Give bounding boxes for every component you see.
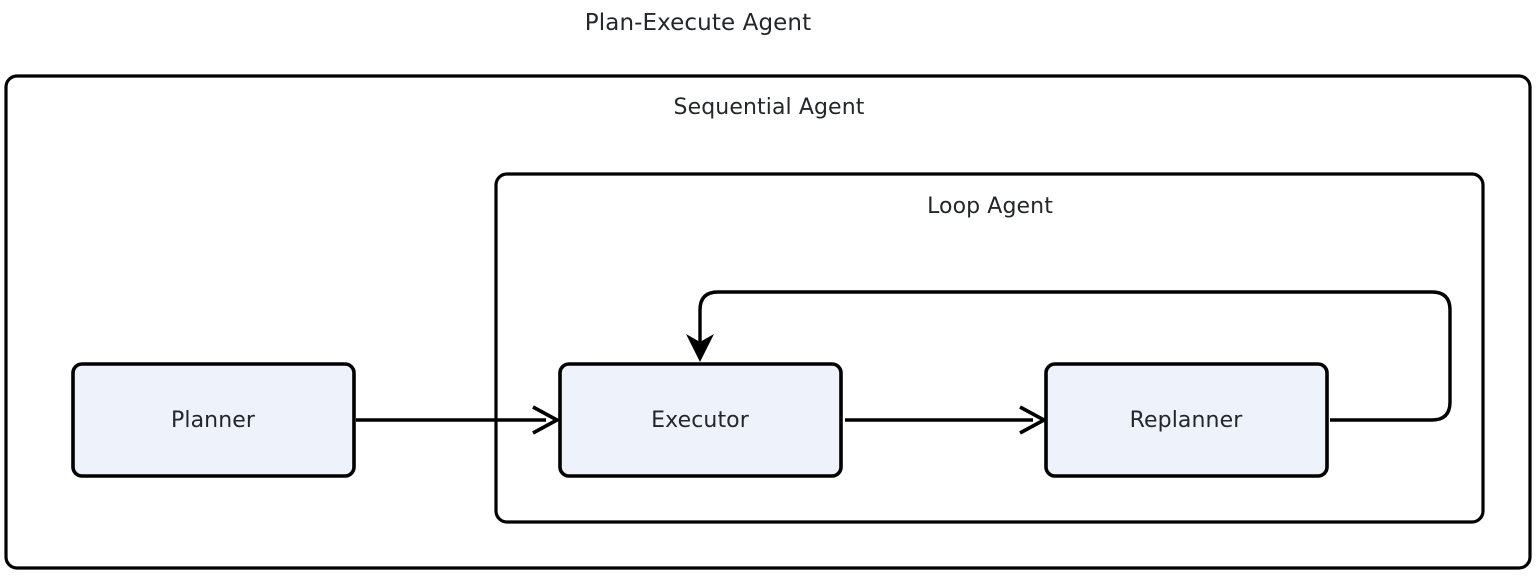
node-label-executor: Executor xyxy=(651,408,749,433)
container-label-loop-agent: Loop Agent xyxy=(927,194,1053,219)
node-label-replanner: Replanner xyxy=(1129,408,1243,433)
arrowhead-replanner-to-executor-icon xyxy=(686,334,714,362)
edge-replanner-to-executor[interactable] xyxy=(698,290,1452,422)
arrowhead-planner-to-executor-icon xyxy=(532,405,561,435)
arrowhead-executor-to-replanner-icon xyxy=(1019,405,1048,435)
diagram-title: Plan-Execute Agent xyxy=(584,10,812,36)
container-sequential-agent[interactable] xyxy=(4,74,1532,570)
container-label-sequential-agent: Sequential Agent xyxy=(673,95,865,120)
node-replanner[interactable] xyxy=(1044,362,1329,478)
node-planner[interactable] xyxy=(71,362,356,478)
node-label-planner: Planner xyxy=(170,408,256,433)
node-executor[interactable] xyxy=(558,362,843,478)
container-loop-agent[interactable] xyxy=(494,172,1485,524)
